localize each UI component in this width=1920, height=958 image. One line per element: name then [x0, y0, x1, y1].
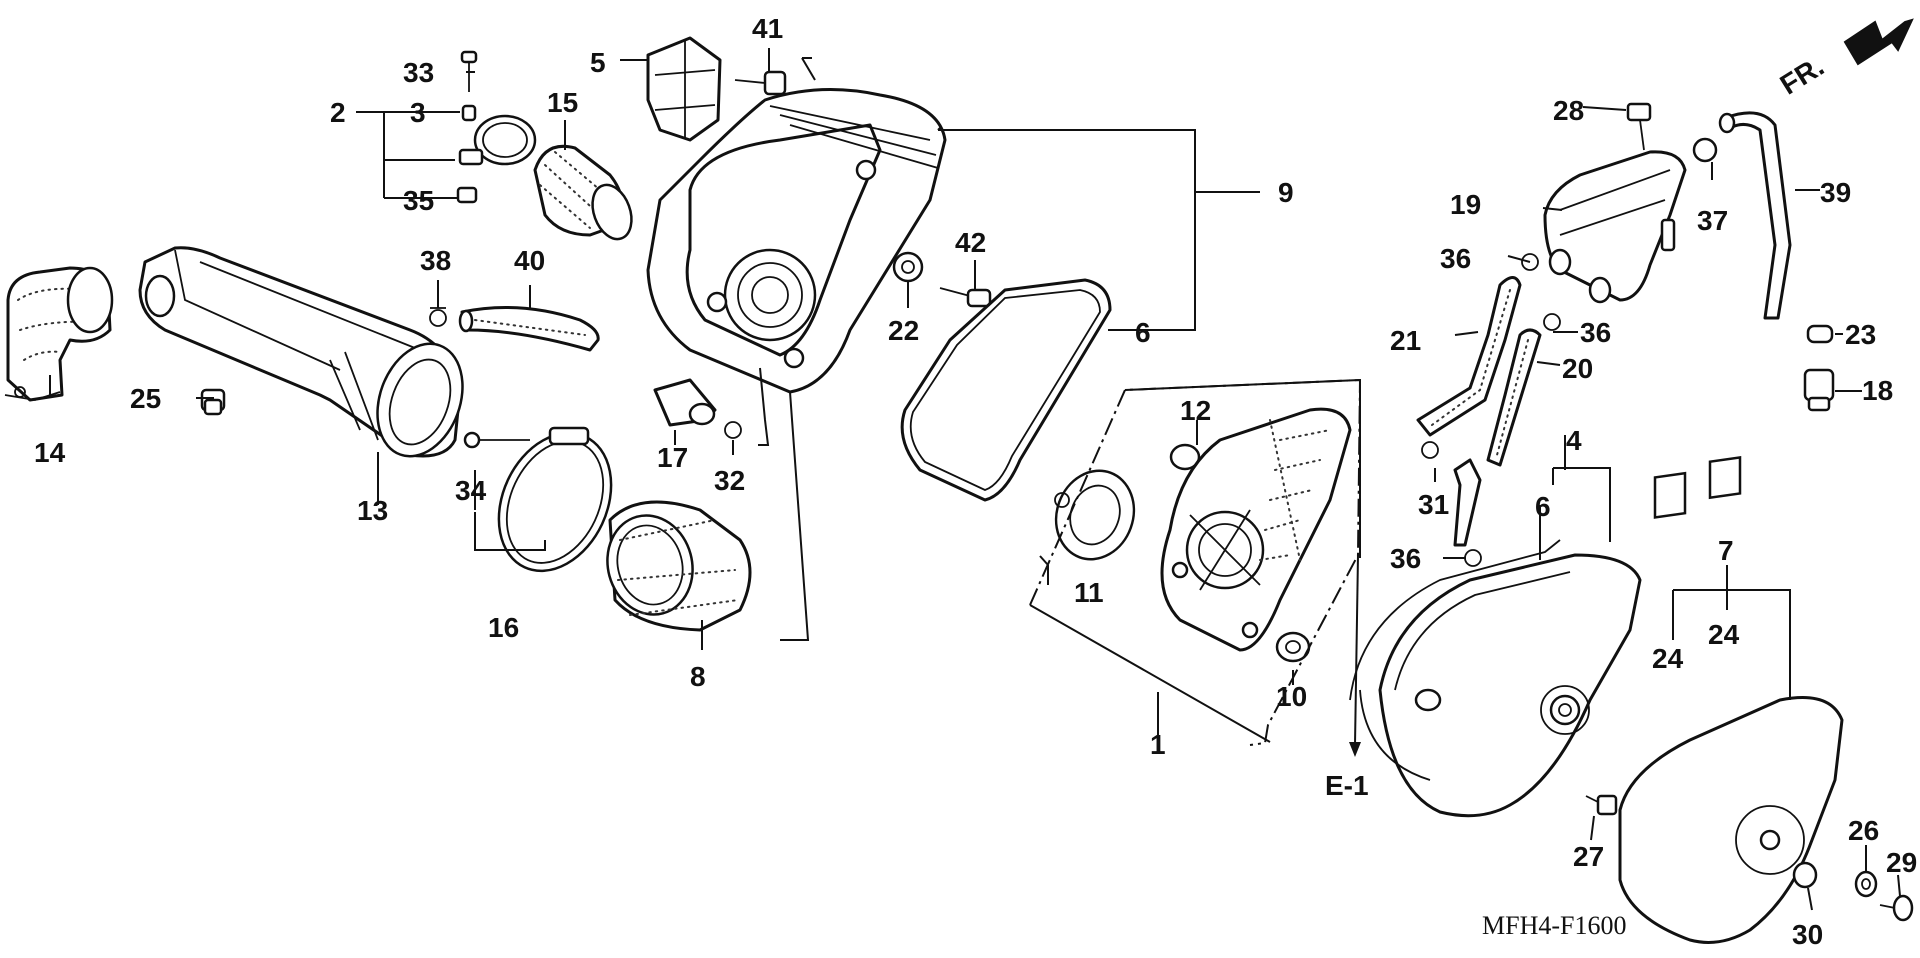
part-42-bolt [939, 287, 992, 308]
part-17-holder [653, 378, 717, 427]
part-30-nut [1792, 861, 1818, 889]
callout-36-mid: 36 [1580, 317, 1611, 348]
part-36-clip-upper [1521, 253, 1539, 271]
callout-42: 42 [955, 227, 986, 258]
callout-41: 41 [752, 13, 783, 44]
callout-16: 16 [488, 612, 519, 643]
part-29-screw [1879, 894, 1914, 922]
callout-34: 34 [455, 475, 487, 506]
callout-10: 10 [1276, 681, 1307, 712]
callout-1: 1 [1150, 729, 1166, 760]
front-direction-arrow: FR. [1775, 18, 1914, 101]
part-36-clip-lower [1464, 549, 1482, 567]
callout-2: 2 [330, 97, 346, 128]
callout-6-upper: 6 [1135, 317, 1151, 348]
callout-37: 37 [1697, 205, 1728, 236]
section-reference: E-1 [1325, 554, 1369, 801]
callout-labels: 1 2 3 4 5 6 6 7 8 9 10 11 12 13 14 15 16… [34, 13, 1917, 950]
callout-17: 17 [657, 442, 688, 473]
callout-26: 26 [1848, 815, 1879, 846]
callout-19: 19 [1450, 189, 1481, 220]
callout-27: 27 [1573, 841, 1604, 872]
part-6-gasket-right [1349, 539, 1561, 781]
part-27-bolt [1585, 794, 1618, 816]
part-37-clip [1692, 137, 1718, 163]
part-23-clip [1806, 324, 1834, 344]
part-5-bracket [646, 36, 722, 142]
part-25-drain-plug [200, 388, 226, 416]
leader-lines [49, 48, 1901, 911]
callout-36-upper: 36 [1440, 243, 1471, 274]
callout-20: 20 [1562, 353, 1593, 384]
part-14-intake-elbow [4, 266, 114, 402]
callout-14: 14 [34, 437, 66, 468]
callout-8: 8 [690, 661, 706, 692]
callout-38: 38 [420, 245, 451, 276]
part-35-nut [456, 186, 478, 204]
callout-30: 30 [1792, 919, 1823, 950]
part-32-clip [724, 421, 742, 439]
part-16-clamp [497, 426, 613, 573]
part-24-pad-left [1653, 471, 1687, 519]
section-reference-label: E-1 [1325, 770, 1369, 801]
callout-15: 15 [547, 87, 578, 118]
callout-35: 35 [403, 185, 434, 216]
part-11-seal [1054, 469, 1136, 561]
callout-40: 40 [514, 245, 545, 276]
callout-7: 7 [1718, 535, 1734, 566]
callout-3: 3 [410, 97, 426, 128]
part-41-bolt [734, 70, 787, 96]
callout-22: 22 [888, 315, 919, 346]
part-7-side-cover [1618, 696, 1844, 944]
part-18-plug [1803, 368, 1835, 412]
callout-4: 4 [1566, 425, 1582, 456]
callout-5: 5 [590, 47, 606, 78]
part-24-pad-right [1708, 456, 1742, 500]
part-20-hose [1486, 328, 1542, 467]
part-3-collar [461, 104, 477, 122]
part-34-bolt [463, 431, 530, 449]
part-8-connecting-tube [606, 500, 752, 632]
part-19-breather-tank [1543, 150, 1687, 304]
callout-39: 39 [1820, 177, 1851, 208]
callout-25: 25 [130, 383, 161, 414]
part-33-screw [460, 50, 478, 92]
callout-24-right: 24 [1708, 619, 1740, 650]
part-21-hose [1416, 276, 1522, 437]
part-4-inner-cover [1378, 553, 1642, 818]
callout-13: 13 [357, 495, 388, 526]
callout-9: 9 [1278, 177, 1294, 208]
part-15-joint-rubber [533, 144, 633, 241]
part-28-bolt [1626, 102, 1652, 151]
part-36-clip-mid [1543, 313, 1561, 331]
front-direction-label: FR. [1775, 50, 1830, 100]
part-12-grommet [1169, 443, 1201, 471]
part-38-clip [429, 307, 447, 327]
part-9-air-cleaner-case [646, 88, 947, 394]
callout-23: 23 [1845, 319, 1876, 350]
callout-29: 29 [1886, 847, 1917, 878]
callout-24-left: 24 [1652, 643, 1684, 674]
callout-32: 32 [714, 465, 745, 496]
callout-11: 11 [1074, 577, 1104, 608]
part-6-gasket [900, 278, 1112, 502]
callout-18: 18 [1862, 375, 1893, 406]
part-2-band-clamp [458, 114, 537, 166]
callout-21: 21 [1390, 325, 1421, 356]
part-22-grommet [892, 251, 924, 283]
part-13-intake-duct [138, 246, 464, 458]
part-26-washer [1854, 870, 1878, 898]
part-39-hose [1718, 111, 1792, 320]
part-31-clip [1421, 441, 1482, 547]
callout-33: 33 [403, 57, 434, 88]
callout-12: 12 [1180, 395, 1211, 426]
callout-31: 31 [1418, 489, 1449, 520]
part-1-air-cleaner-element [1029, 378, 1362, 746]
callout-28: 28 [1553, 95, 1584, 126]
callout-6-lower: 6 [1535, 491, 1551, 522]
part-40-breather-tube [458, 306, 600, 352]
callout-36-lower: 36 [1390, 543, 1421, 574]
drawing-code: MFH4-F1600 [1482, 911, 1626, 940]
